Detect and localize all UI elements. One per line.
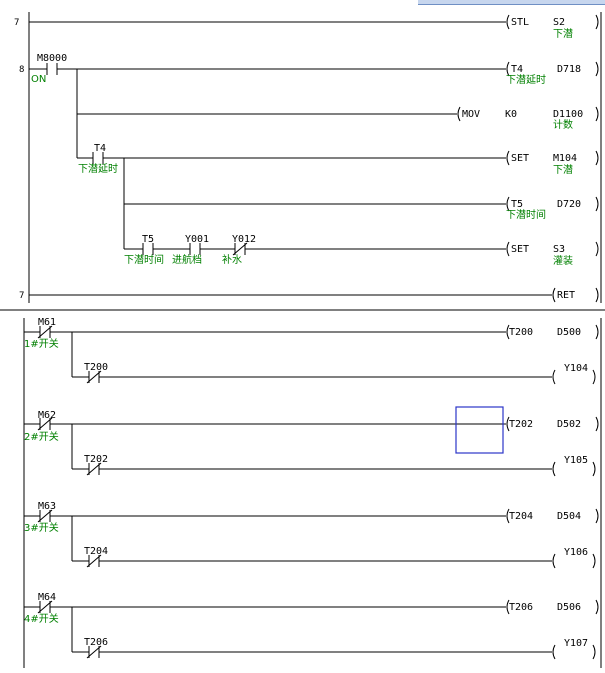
output-label: Y105 xyxy=(564,455,588,466)
coil-t4-label: T4 xyxy=(511,64,523,75)
contact-t4-comment: 下潜延时 xyxy=(78,162,118,175)
timer-arg: D504 xyxy=(557,511,581,522)
rung-m62[interactable]: M62 2#开关 T202 D502 T202 Y105 xyxy=(24,406,599,477)
contact-y012-label: Y012 xyxy=(232,234,256,245)
mov-destination-comment: 计数 xyxy=(553,118,573,131)
nc-contact-label: T204 xyxy=(84,546,108,557)
set-s3-label: SET xyxy=(511,244,529,255)
contact-m8000-label: M8000 xyxy=(37,53,67,64)
set-s3-comment: 灌装 xyxy=(553,254,573,267)
contact-label: M62 xyxy=(38,410,56,421)
mov-destination: D1100 xyxy=(553,109,583,120)
rung-main[interactable]: 8 M8000 ON T4 D718 下潜延时 MOV K0 D1100 计数 xyxy=(19,53,599,267)
contact-t4-label: T4 xyxy=(94,143,106,154)
contact-label: M63 xyxy=(38,501,56,512)
horizontal-scrollbar[interactable] xyxy=(418,0,605,5)
coil-t4-arg: D718 xyxy=(557,64,581,75)
instruction-bracket-close xyxy=(595,14,599,30)
rung-m63[interactable]: M63 3#开关 T204 D504 T204 Y106 xyxy=(24,501,599,569)
section-timer-block: M61 1#开关 T200 D500 T200 Y104 M62 2#开关 xyxy=(23,317,602,668)
nc-contact-label: T200 xyxy=(84,362,108,373)
set-m104-instruction[interactable] xyxy=(506,150,510,166)
contact-y001-label: Y001 xyxy=(185,234,209,245)
mov-source: K0 xyxy=(505,109,517,120)
output-coil[interactable] xyxy=(552,461,556,477)
set-s3-device: S3 xyxy=(553,244,565,255)
ret-instruction[interactable] xyxy=(552,287,556,303)
step-number: 7 xyxy=(19,291,24,301)
instruction-bracket-open xyxy=(506,14,510,30)
coil-t4-comment: 下潜延时 xyxy=(506,73,546,86)
set-s3-instruction[interactable] xyxy=(506,241,510,257)
coil-t5[interactable] xyxy=(506,196,510,212)
output-coil[interactable] xyxy=(552,553,556,569)
timer-arg: D500 xyxy=(557,327,581,338)
nc-contact-label: T202 xyxy=(84,454,108,465)
cell-cursor[interactable] xyxy=(455,406,504,454)
timer-coil[interactable] xyxy=(506,599,510,615)
set-m104-comment: 下潜 xyxy=(553,163,573,176)
coil-t4[interactable] xyxy=(506,61,510,77)
coil-t5-arg: D720 xyxy=(557,199,581,210)
mov-instruction-label: MOV xyxy=(462,109,480,120)
timer-label: T202 xyxy=(509,419,533,430)
output-coil[interactable] xyxy=(552,644,556,660)
timer-coil[interactable] xyxy=(506,416,510,432)
timer-label: T206 xyxy=(509,602,533,613)
nc-contact-label: T206 xyxy=(84,637,108,648)
rung-m61[interactable]: M61 1#开关 T200 D500 T200 Y104 xyxy=(24,317,599,385)
mov-instruction[interactable] xyxy=(457,106,461,122)
timer-label: T204 xyxy=(509,511,533,522)
timer-coil[interactable] xyxy=(506,324,510,340)
stl-instruction[interactable]: STL xyxy=(511,17,529,28)
contact-label: M61 xyxy=(38,317,56,328)
set-m104-device: M104 xyxy=(553,153,577,164)
rung-m64[interactable]: M64 4#开关 T206 D506 T206 Y107 xyxy=(24,592,599,660)
rung-ret[interactable]: 7 RET xyxy=(19,287,599,303)
stl-device-comment: 下潜 xyxy=(553,27,573,40)
rung-stl[interactable]: 7 STL S2 下潜 xyxy=(14,14,599,40)
timer-coil[interactable] xyxy=(506,508,510,524)
contact-y012-comment: 补水 xyxy=(222,253,242,266)
contact-comment: 3#开关 xyxy=(24,521,59,534)
output-label: Y107 xyxy=(564,638,588,649)
coil-t5-comment: 下潜时间 xyxy=(506,208,546,221)
timer-arg: D506 xyxy=(557,602,581,613)
coil-t5-label: T5 xyxy=(511,199,523,210)
output-label: Y106 xyxy=(564,547,588,558)
ret-label: RET xyxy=(557,290,575,301)
contact-comment: 1#开关 xyxy=(24,337,59,350)
contact-t5-label: T5 xyxy=(142,234,154,245)
set-m104-label: SET xyxy=(511,153,529,164)
step-number: 7 xyxy=(14,18,19,28)
contact-comment: 2#开关 xyxy=(24,430,59,443)
contact-t5-comment: 下潜时间 xyxy=(124,253,164,266)
timer-arg: D502 xyxy=(557,419,581,430)
contact-m8000-comment: ON xyxy=(31,74,46,85)
contact-label: M64 xyxy=(38,592,56,603)
section-stl-block: 7 STL S2 下潜 8 M8000 ON T4 D718 下潜延时 xyxy=(14,12,602,303)
timer-label: T200 xyxy=(509,327,533,338)
output-coil[interactable] xyxy=(552,369,556,385)
step-number: 8 xyxy=(19,65,24,75)
stl-device[interactable]: S2 xyxy=(553,17,565,28)
contact-comment: 4#开关 xyxy=(24,612,59,625)
contact-y001-comment: 进航档 xyxy=(172,253,202,266)
output-label: Y104 xyxy=(564,363,588,374)
